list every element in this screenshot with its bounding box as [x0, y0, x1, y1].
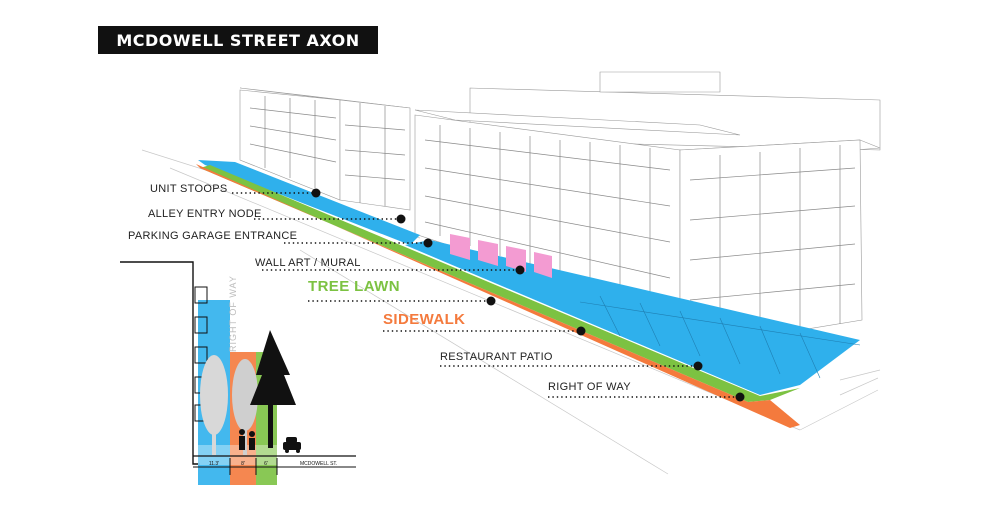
pedestrians-icon: [239, 429, 255, 450]
svg-text:11.3': 11.3': [209, 461, 219, 467]
svg-text:UNIT STOOPS: UNIT STOOPS: [150, 183, 227, 195]
svg-text:6': 6': [264, 461, 268, 467]
callout-alley-entry-node: ALLEY ENTRY NODE: [148, 208, 406, 224]
window-grid: [249, 96, 856, 342]
svg-text:8': 8': [241, 461, 245, 467]
ghost-tree-icon: [200, 355, 228, 455]
patio-tables: [579, 295, 861, 379]
sidewalk-band: [196, 164, 800, 428]
tree-lawn-band: [200, 165, 800, 402]
svg-text:TREE LAWN: TREE LAWN: [308, 278, 400, 295]
callout-right-of-way: RIGHT OF WAY: [548, 381, 745, 402]
svg-text:RIGHT OF WAY: RIGHT OF WAY: [548, 381, 631, 393]
restaurant-patio-band: [405, 240, 860, 395]
middle-building-top: [414, 109, 741, 136]
svg-text:ALLEY ENTRY NODE: ALLEY ENTRY NODE: [148, 208, 262, 220]
svg-text:SIDEWALK: SIDEWALK: [383, 311, 465, 328]
callouts: UNIT STOOPS ALLEY ENTRY NODE PARKING GAR…: [128, 183, 745, 402]
street-section: 11.3' 8' 6' MCDOWELL ST. RIGHT OF WAY: [120, 261, 356, 485]
unit-stoops-band: [198, 160, 420, 245]
svg-text:WALL ART / MURAL: WALL ART / MURAL: [255, 257, 361, 269]
callout-unit-stoops: UNIT STOOPS: [150, 183, 321, 198]
streetscape-bands: [196, 160, 861, 428]
svg-text:MCDOWELL ST.: MCDOWELL ST.: [300, 461, 337, 467]
section-right-of-way-label: RIGHT OF WAY: [228, 275, 238, 352]
left-building-side: [339, 99, 411, 211]
buildings: [239, 71, 881, 351]
page-title: MCDOWELL STREET AXON: [98, 26, 378, 54]
callout-parking-garage-entrance: PARKING GARAGE ENTRANCE: [128, 230, 433, 248]
svg-text:RESTAURANT PATIO: RESTAURANT PATIO: [440, 351, 553, 363]
mural-panels: [450, 234, 552, 278]
ghost-tree-icon: [232, 359, 258, 455]
car-icon: [283, 437, 301, 453]
tree-icon: [250, 330, 296, 448]
callout-tree-lawn: TREE LAWN: [308, 278, 496, 306]
callout-wall-art-mural: WALL ART / MURAL: [255, 257, 525, 275]
callout-restaurant-patio: RESTAURANT PATIO: [440, 351, 703, 371]
right-building-front: [679, 139, 863, 351]
callout-sidewalk: SIDEWALK: [383, 311, 586, 336]
svg-text:PARKING GARAGE ENTRANCE: PARKING GARAGE ENTRANCE: [128, 230, 297, 242]
